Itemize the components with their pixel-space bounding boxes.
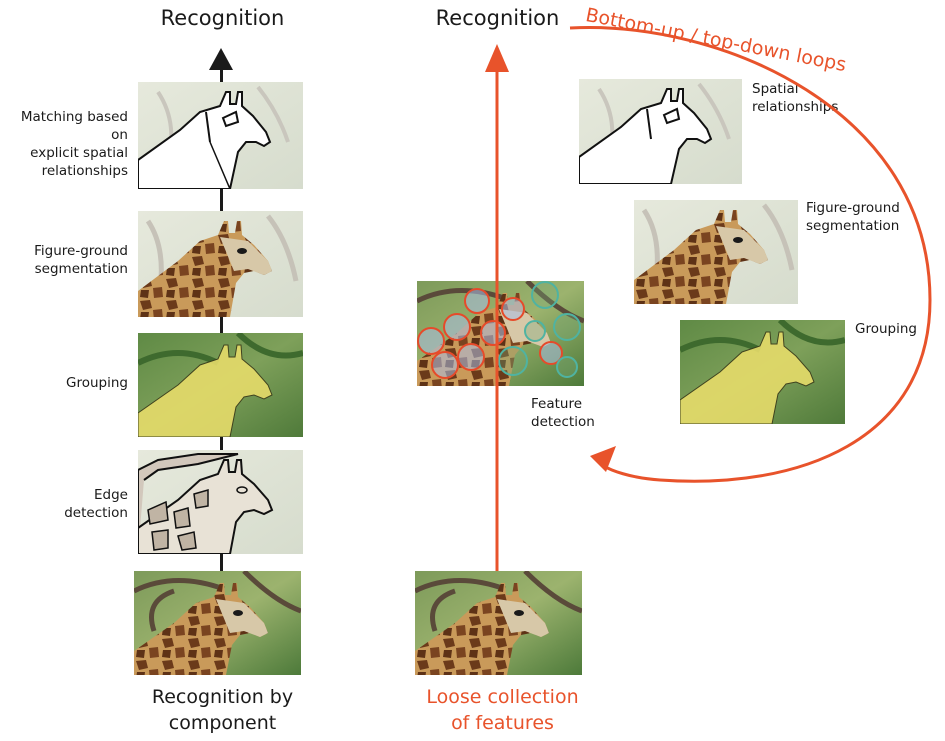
panel-right-figure-ground	[634, 200, 798, 304]
panel-right-spatial	[579, 79, 742, 184]
label-right-figure-ground: Figure-ground segmentation	[806, 200, 900, 234]
left-title: Recognition	[160, 6, 285, 30]
middle-caption: Loose collection of features	[426, 686, 579, 734]
label-figure-ground: Figure-ground segmentation	[34, 243, 128, 277]
panel-left-photo	[134, 571, 301, 675]
left-arrow-head	[209, 48, 233, 70]
label-grouping: Grouping	[66, 375, 128, 391]
label-feature-detection: Feature detection	[531, 396, 595, 430]
middle-arrow-head	[485, 44, 509, 72]
panel-feature-detection	[417, 281, 584, 386]
label-right-spatial: Spatial relationships	[752, 81, 839, 115]
left-caption: Recognition by component	[151, 686, 294, 734]
panel-middle-photo	[415, 571, 582, 675]
loop-label: Bottom-up / top-down loops	[583, 4, 849, 77]
panel-left-figure-ground	[138, 211, 303, 317]
panel-left-grouping	[138, 333, 303, 437]
middle-title: Recognition	[435, 6, 560, 30]
label-right-grouping: Grouping	[855, 321, 917, 337]
label-edge: Edge detection	[64, 487, 128, 521]
label-matching: Matching based on explicit spatial relat…	[20, 109, 128, 179]
panel-left-edge	[138, 450, 303, 554]
loop-arrow-head	[590, 446, 616, 472]
panel-right-grouping	[680, 320, 845, 424]
panel-left-spatial	[138, 82, 303, 189]
